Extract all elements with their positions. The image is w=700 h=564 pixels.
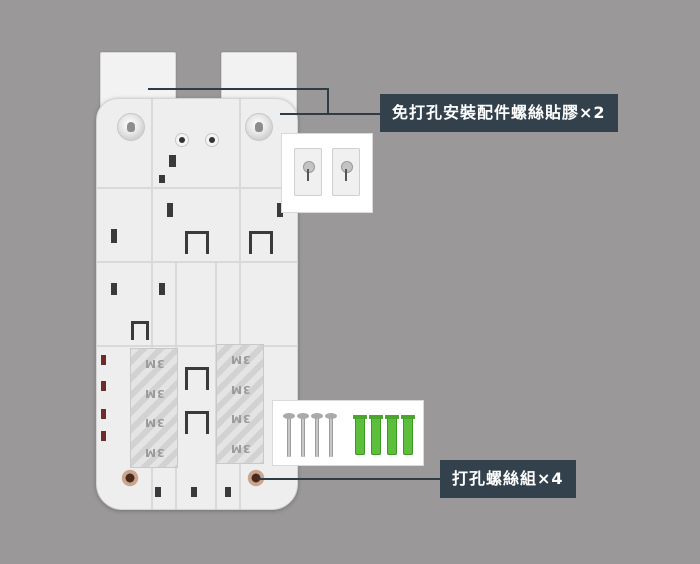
mounting-plate [96, 98, 298, 510]
screws-inset [272, 400, 424, 466]
hook-icon [332, 148, 360, 196]
keyhole-left [121, 467, 139, 489]
label-screw-set: 打孔螺絲組×4 [440, 460, 576, 498]
suction-cup-left [117, 113, 145, 141]
screw-icon [325, 413, 337, 457]
suction-cup-right [245, 113, 273, 141]
label-no-drill-kit: 免打孔安裝配件螺絲貼膠×2 [380, 94, 618, 132]
screw-hole [205, 133, 219, 147]
wall-anchor-icon [353, 415, 367, 455]
keyhole-right [247, 467, 265, 489]
callout-line [327, 88, 329, 114]
wall-anchor-icon [369, 415, 383, 455]
callout-line [258, 478, 440, 480]
hook-icon [294, 148, 322, 196]
screw-icon [283, 413, 295, 457]
callout-line [148, 88, 328, 90]
screw-icon [297, 413, 309, 457]
callout-line [280, 113, 380, 115]
wall-anchor-icon [385, 415, 399, 455]
hooks-inset [281, 133, 373, 213]
screw-icon [311, 413, 323, 457]
wall-anchor-icon [401, 415, 415, 455]
screw-hole [175, 133, 189, 147]
